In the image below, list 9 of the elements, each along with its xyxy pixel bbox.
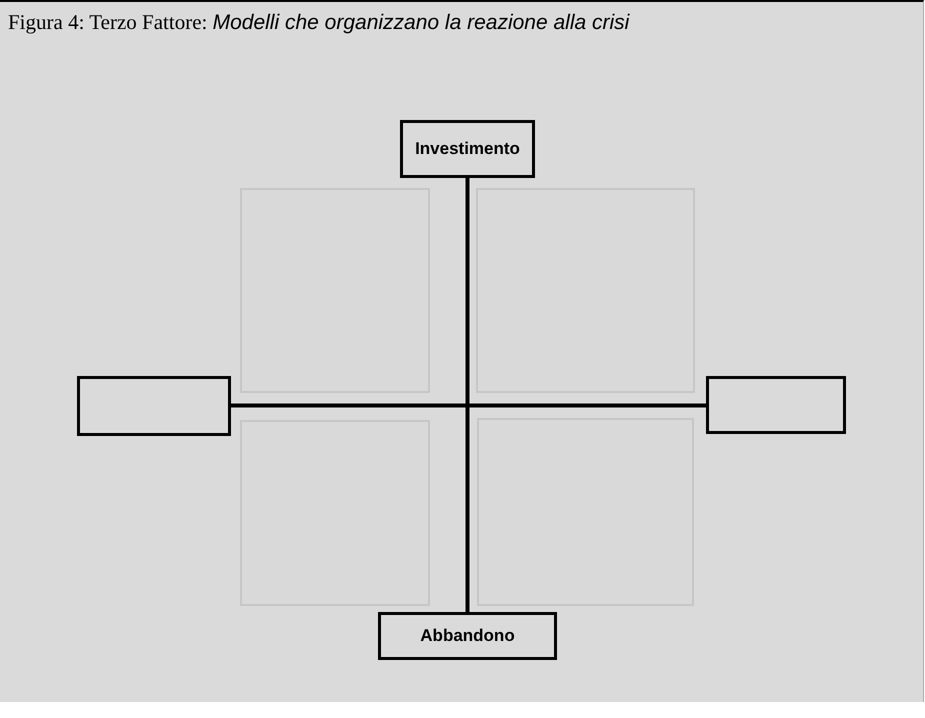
axis-end-box [77, 376, 231, 436]
axis-line [466, 178, 470, 612]
node-label: Investimento [415, 139, 520, 159]
figure-caption: Figura 4: Terzo Fattore: Modelli che organizzano la reazione alla crisi [8, 9, 631, 36]
axis-line [231, 404, 706, 408]
axis-label-box [378, 612, 557, 660]
node-label: Abbandono [420, 626, 515, 646]
axis-label-box [400, 120, 535, 178]
axis-end-box [706, 376, 846, 434]
